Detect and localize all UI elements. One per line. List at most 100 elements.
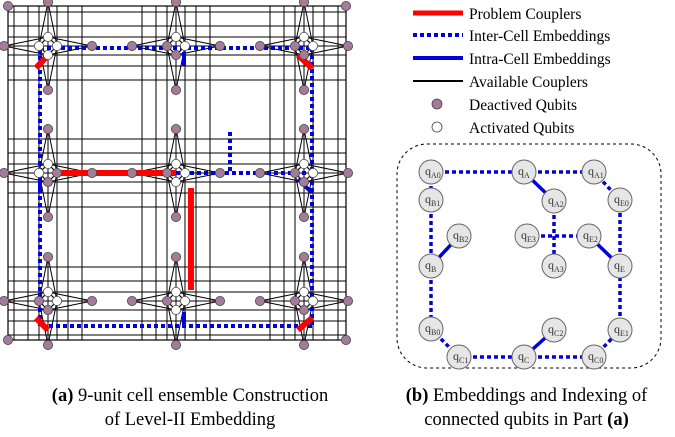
- activated-qubit: [179, 295, 190, 306]
- activated-qubit: [43, 50, 54, 61]
- deactivated-qubit: [87, 41, 98, 52]
- deactivated-qubit: [299, 0, 309, 7]
- cell-coupler: [259, 291, 305, 302]
- deactivated-qubit: [161, 41, 172, 52]
- activated-qubit: [298, 286, 309, 297]
- qubit-node-circle: [576, 223, 602, 249]
- legend-available-label: Available Couplers: [469, 74, 588, 91]
- qubit-node-e0: qE0: [607, 187, 633, 213]
- caption-b: (b) Embeddings and Indexing of connected…: [378, 384, 675, 432]
- deactivated-qubit: [214, 167, 225, 178]
- qubit-node-label: qC1: [453, 349, 468, 365]
- deactivated-qubit: [298, 339, 309, 350]
- qubit-node-label: qB1: [425, 192, 440, 208]
- activated-qubit: [298, 32, 309, 43]
- cell-coupler: [131, 36, 177, 47]
- activated-qubit: [170, 176, 181, 187]
- activated-qubit: [34, 41, 45, 52]
- qubit-node-b: qB: [418, 253, 444, 279]
- cell-coupler: [47, 300, 58, 346]
- deactivated-qubit: [298, 211, 309, 222]
- legend: Problem Couplers Inter-Cell Embeddings I…: [413, 6, 611, 137]
- deactivated-qubit: [342, 167, 353, 178]
- deactivated-qubit: [254, 295, 265, 306]
- cell-coupler: [3, 45, 49, 56]
- legend-activated-label: Activated Qubits: [469, 120, 574, 137]
- cell-coupler: [303, 172, 314, 218]
- deactivated-qubit: [43, 339, 54, 350]
- cell-coupler: [131, 300, 177, 311]
- qubit-node-a: qA: [511, 159, 537, 185]
- qubit-node-label: qA0: [425, 164, 441, 180]
- activated-qubit: [43, 32, 54, 43]
- qubit-node-circle: [418, 253, 444, 279]
- cell-coupler: [303, 36, 349, 47]
- cell-coupler: [47, 45, 58, 91]
- qubit-node-a2: qA2: [541, 188, 567, 214]
- activated-qubit: [43, 286, 54, 297]
- deactivated-qubit: [214, 41, 225, 52]
- deactivated-qubit: [161, 167, 172, 178]
- qubit-node-circle: [514, 223, 540, 249]
- activated-qubit: [170, 158, 181, 169]
- activated-qubit: [170, 286, 181, 297]
- deactivated-qubit: [87, 295, 98, 306]
- deactivated-qubit: [43, 251, 54, 262]
- qubit-node-e: qE: [607, 253, 633, 279]
- legend-activated-swatch: [431, 121, 443, 133]
- deactivated-qubit: [170, 211, 181, 222]
- deactivated-qubit: [298, 176, 309, 187]
- qubit-node-e3: qE3: [514, 223, 540, 249]
- qubit-node-b1: qB1: [418, 187, 444, 213]
- cell-coupler: [131, 291, 177, 302]
- deactivated-qubit: [127, 41, 138, 52]
- deactivated-qubit: [43, 0, 53, 7]
- deactivated-qubit: [127, 167, 138, 178]
- deactivated-qubit: [170, 50, 181, 61]
- deactivated-qubit: [171, 0, 181, 7]
- qubit-node-circle: [607, 253, 633, 279]
- activated-qubit: [307, 167, 318, 178]
- cell-coupler: [47, 291, 93, 302]
- caption-b-line2: connected qubits in Part: [424, 410, 608, 430]
- cell-coupler: [47, 36, 93, 47]
- qubit-node-circle: [607, 187, 633, 213]
- deactivated-qubit: [161, 295, 172, 306]
- qubit-node-circle: [418, 316, 444, 342]
- deactivated-qubit: [289, 167, 300, 178]
- deactivated-qubit: [170, 251, 181, 262]
- deactivated-qubit: [298, 50, 309, 61]
- activated-qubit: [52, 295, 63, 306]
- qubit-node-b0: qB0: [418, 316, 444, 342]
- caption-a-tag: (a): [51, 386, 74, 406]
- deactivated-qubit: [43, 304, 54, 315]
- qubit-node-label: qA2: [548, 193, 564, 209]
- deactivated-qubit: [170, 339, 181, 350]
- activated-qubit: [307, 41, 318, 52]
- qubit-node-circle: [541, 188, 567, 214]
- legend-deactivated-swatch: [431, 98, 443, 110]
- qubit-node-label: qB2: [453, 228, 468, 244]
- deactivated-qubit: [52, 167, 63, 178]
- cell-coupler: [175, 172, 186, 218]
- deactivated-qubit: [170, 124, 181, 135]
- qubit-node-circle: [541, 317, 567, 343]
- problem-coupler: [296, 315, 314, 333]
- cell-coupler: [303, 163, 349, 174]
- qubit-node-circle: [541, 253, 567, 279]
- chimera-grid: [0, 0, 353, 350]
- legend-intra-cell-label: Intra-Cell Embeddings: [469, 51, 611, 68]
- caption-b-line1: Embeddings and Indexing of: [428, 386, 648, 406]
- qubit-node-c0: qC0: [581, 344, 607, 370]
- qubit-node-label: qA3: [548, 258, 564, 274]
- qubit-node-label: qE0: [614, 192, 629, 208]
- qubit-node-label: qE1: [614, 322, 629, 338]
- deactivated-qubit: [3, 334, 13, 345]
- qubit-node-a1: qA1: [581, 159, 607, 185]
- deactivated-qubit: [340, 334, 351, 345]
- cell-coupler: [175, 300, 186, 346]
- qubit-node-c: qC: [511, 344, 537, 370]
- activated-qubit: [170, 32, 181, 43]
